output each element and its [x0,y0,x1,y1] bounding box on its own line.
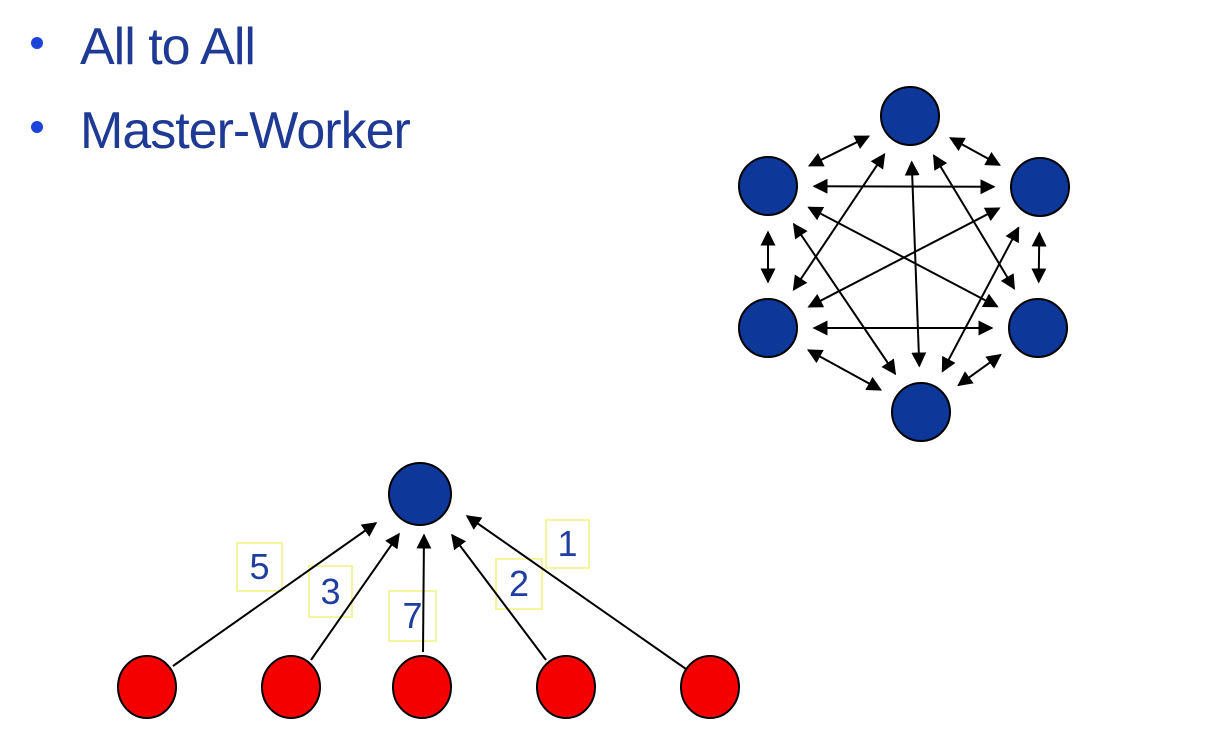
bullet-label-master-worker: Master-Worker [80,102,411,160]
network-node [738,156,798,216]
edge-weight-label: 7 [388,590,437,642]
bullet-icon [31,37,43,49]
worker-node [680,655,740,719]
bidirectional-edge-arrow [1031,231,1047,284]
bullet-item-master-worker: Master-Worker [31,102,411,160]
bullet-label-all-to-all: All to All [80,18,256,76]
worker-to-master-arrow [451,533,547,661]
master-node [388,462,452,526]
worker-node [117,655,177,719]
bidirectional-edge-arrow [806,349,883,391]
edge-weight-label: 2 [495,558,543,610]
bidirectional-edge-arrow [941,226,1020,373]
edge-weight-label: 5 [236,542,283,592]
bidirectional-edge-arrow [957,353,1002,387]
worker-to-master-arrow [172,522,378,667]
bidirectional-edge-arrow [812,178,996,195]
bidirectional-edge-arrow [807,207,1001,308]
edge-weight-label: 1 [545,519,590,569]
edge-weight-label: 3 [308,565,353,618]
bullet-item-all-to-all: All to All [31,18,256,76]
bidirectional-edge-arrow [792,152,886,292]
network-node [1010,157,1070,217]
worker-node [261,655,321,719]
worker-node [392,655,452,719]
bidirectional-edge-arrow [807,135,871,167]
bullet-icon [31,121,43,133]
worker-to-master-arrow [310,532,400,661]
bidirectional-edge-arrow [949,137,1001,166]
network-node [891,382,951,442]
network-node [738,298,798,358]
network-node [1008,298,1068,358]
worker-to-master-arrow [465,515,687,670]
worker-to-master-arrow [416,533,432,653]
worker-node [536,655,596,719]
all-to-all-graph [738,86,1070,442]
network-node [880,86,940,146]
master-worker-graph [117,462,740,719]
